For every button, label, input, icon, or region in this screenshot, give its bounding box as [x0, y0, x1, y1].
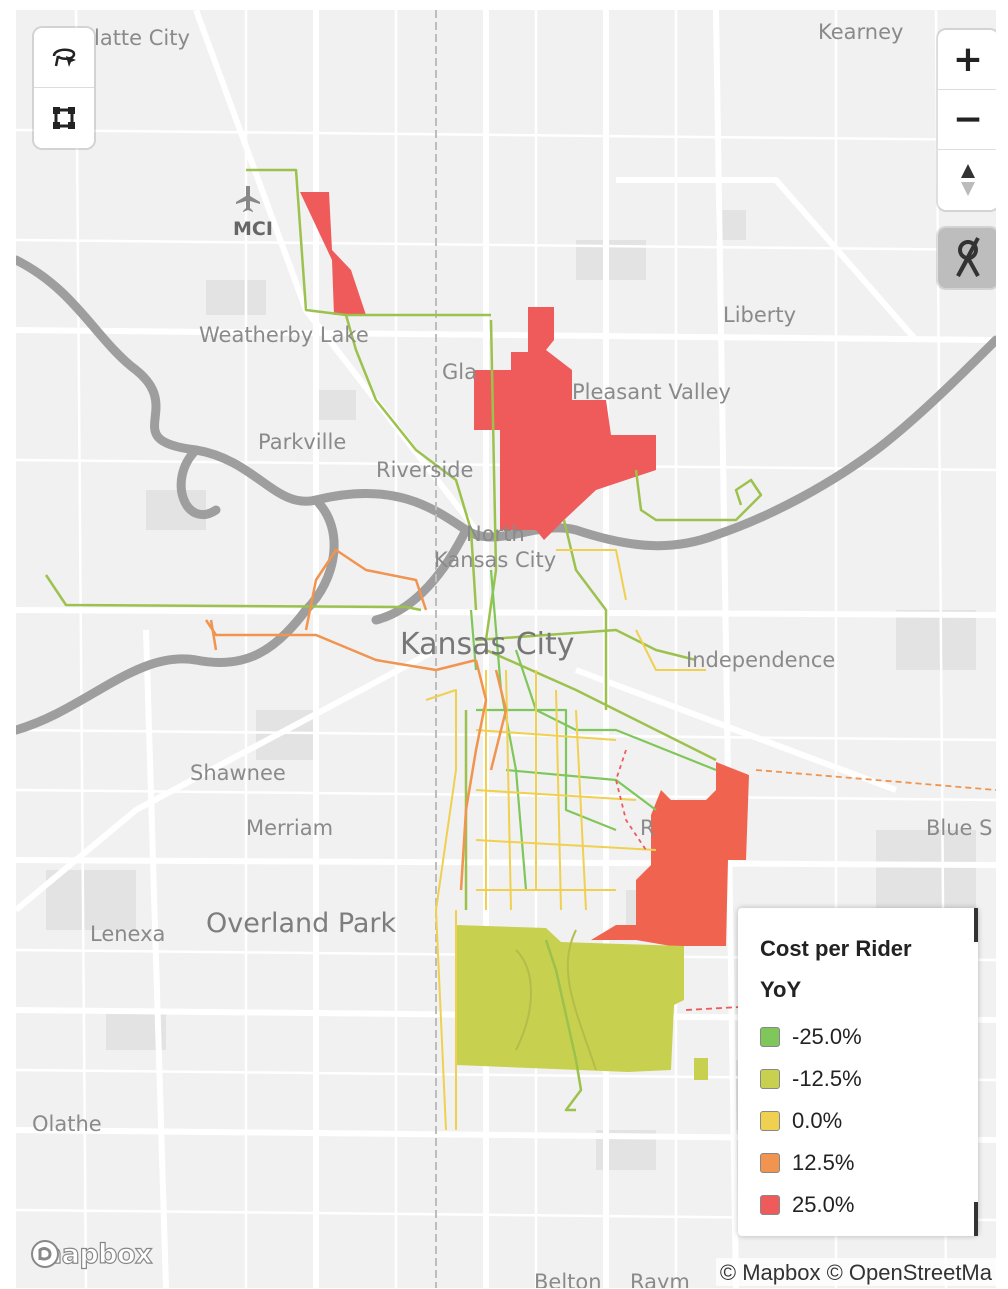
legend-item: 25.0% [760, 1184, 956, 1226]
place-label: Merriam [246, 816, 334, 840]
legend-scrollbar-bottom[interactable] [974, 1202, 978, 1236]
place-label: Riverside [376, 458, 474, 482]
place-label: Weatherby Lake [199, 323, 369, 347]
place-label: Gla [442, 360, 477, 384]
mapbox-logo-icon [31, 1240, 59, 1268]
place-label: North [466, 522, 525, 546]
map-legend: Cost per Rider YoY -25.0% -12.5% 0.0% 12… [738, 908, 978, 1236]
legend-label: 12.5% [792, 1150, 855, 1175]
airport-icon [236, 186, 260, 212]
no-location-button[interactable] [938, 228, 996, 288]
legend-label: 25.0% [792, 1192, 855, 1217]
no-location-icon [956, 237, 980, 277]
transit-routes [44, 168, 996, 1131]
zoom-out-icon: − [952, 98, 984, 140]
region-northeast-kc [474, 307, 656, 540]
draw-controls [34, 28, 94, 148]
zoom-in-icon: + [952, 38, 984, 80]
place-label: Belton [534, 1270, 602, 1289]
lasso-select-icon [52, 48, 76, 67]
legend-title: Cost per Rider YoY [760, 936, 912, 1002]
place-label: Kansas City [434, 548, 557, 572]
rivers [16, 255, 996, 735]
legend-label: -25.0% [792, 1024, 862, 1049]
map-attribution[interactable]: © Mapbox © OpenStreetMa [715, 1258, 996, 1286]
legend-scrollbar-top[interactable] [974, 908, 978, 942]
place-label: Raym [630, 1270, 690, 1289]
zoom-in-button[interactable]: + [938, 30, 996, 90]
legend-item: 12.5% [760, 1142, 956, 1184]
place-label: Kearney [818, 20, 904, 44]
place-label: Liberty [723, 303, 797, 327]
legend-item: 0.0% [760, 1100, 956, 1142]
place-label: Blue S [926, 816, 993, 840]
legend-swatch [760, 1195, 780, 1215]
place-label: Lenexa [90, 922, 166, 946]
mapbox-logo[interactable]: mapbox [30, 1238, 153, 1271]
place-label: Kansas City [400, 627, 575, 662]
legend-label: -12.5% [792, 1066, 862, 1091]
place-label: Independence [686, 648, 836, 672]
box-select-icon [53, 107, 75, 129]
legend-item: -25.0% [760, 1016, 956, 1058]
legend-label: 0.0% [792, 1108, 843, 1133]
legend-swatch [760, 1111, 780, 1131]
zoom-out-button[interactable]: − [938, 90, 996, 150]
compass-icon [961, 164, 975, 196]
lasso-select-button[interactable] [34, 28, 94, 88]
region-south-kc [456, 925, 684, 1072]
box-select-button[interactable] [34, 88, 94, 148]
legend-swatch [760, 1069, 780, 1089]
minor-roads [16, 10, 996, 1288]
map-canvas[interactable]: latte City Kearney MCI Weatherby Lake Li… [16, 10, 996, 1288]
legend-swatch [760, 1027, 780, 1047]
place-label: Pleasant Valley [572, 380, 731, 404]
place-label: R [640, 816, 655, 840]
region-north-airport [300, 192, 366, 315]
navigation-controls: + − [938, 30, 996, 210]
legend-swatch [760, 1153, 780, 1173]
legend-item: -12.5% [760, 1058, 956, 1100]
place-label: Olathe [32, 1112, 102, 1136]
region-southeast-kc [591, 762, 749, 946]
place-label: Shawnee [190, 761, 286, 785]
location-toggle[interactable] [938, 228, 996, 288]
region-polygons [300, 192, 749, 1080]
compass-button[interactable] [938, 150, 996, 210]
region-small-south [694, 1058, 708, 1080]
place-label: Overland Park [206, 908, 397, 939]
place-label: MCI [233, 218, 273, 240]
place-label: Parkville [258, 430, 347, 454]
place-label: latte City [94, 26, 190, 50]
